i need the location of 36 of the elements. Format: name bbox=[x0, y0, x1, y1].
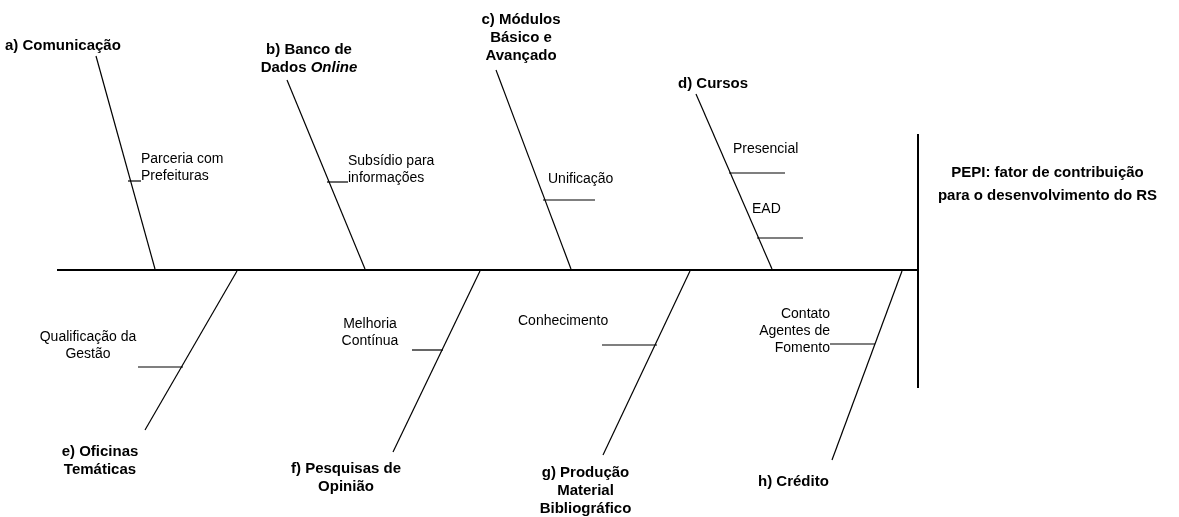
bone-line bbox=[495, 69, 572, 270]
cause-label: Qualificação da Gestão bbox=[38, 328, 138, 362]
leader-line bbox=[756, 237, 804, 239]
bone-line bbox=[831, 270, 903, 461]
leader-line bbox=[127, 180, 142, 182]
leader-line bbox=[326, 181, 349, 183]
effect-label: PEPI: fator de contribuição para o desenvolvimento do RS bbox=[936, 162, 1159, 205]
cause-label: Contato Agentes de Fomento bbox=[758, 305, 830, 356]
leader-line bbox=[601, 344, 658, 346]
cause-label: Melhoria Contínua bbox=[340, 315, 400, 349]
leader-line bbox=[137, 366, 184, 368]
cause-label: Conhecimento bbox=[518, 312, 610, 329]
cause-label: Presencial bbox=[733, 140, 800, 157]
category-label: g) Produção Material Bibliográfico bbox=[538, 463, 633, 517]
leader-line bbox=[728, 172, 786, 174]
cause-label: EAD bbox=[752, 200, 782, 217]
leader-line bbox=[829, 343, 876, 345]
leader-line bbox=[542, 199, 596, 201]
cause-label: Subsídio para informações bbox=[348, 152, 436, 186]
category-label: h) Crédito bbox=[758, 472, 830, 490]
category-label: f) Pesquisas de Opinião bbox=[290, 459, 402, 495]
category-label: a) Comunicação bbox=[5, 36, 122, 54]
bone-line bbox=[602, 270, 691, 456]
cause-label: Parceria com Prefeituras bbox=[141, 150, 225, 184]
bone-line bbox=[286, 79, 366, 270]
leader-line bbox=[411, 349, 444, 351]
category-label: c) Módulos Básico e Avançado bbox=[480, 10, 562, 64]
bone-line bbox=[392, 270, 481, 453]
cause-label: Unificação bbox=[548, 170, 615, 187]
bone-line bbox=[144, 270, 238, 431]
bone-line bbox=[695, 93, 773, 270]
bone-line bbox=[95, 55, 156, 270]
category-label: d) Cursos bbox=[678, 74, 749, 92]
spine-line bbox=[57, 269, 918, 271]
category-label: e) Oficinas Temáticas bbox=[60, 442, 140, 478]
category-label: b) Banco de Dados Online bbox=[259, 40, 359, 76]
